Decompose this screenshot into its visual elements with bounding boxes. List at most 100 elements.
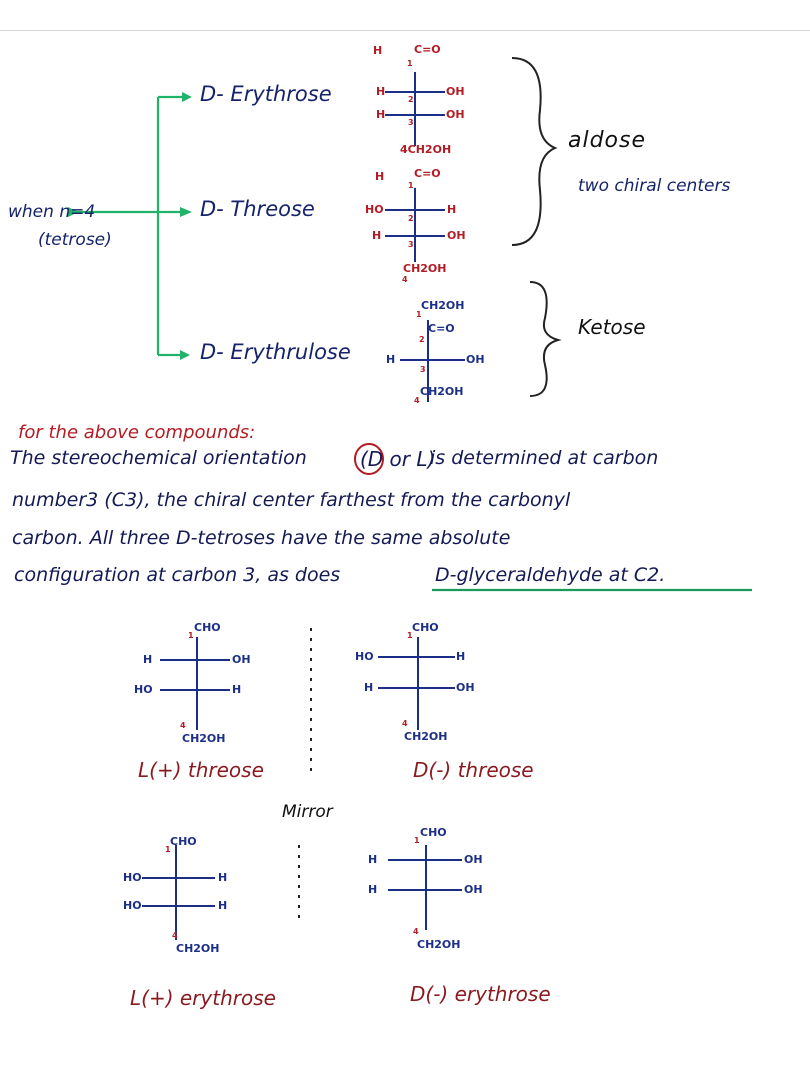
threose-c4-number: 4 [402,275,408,284]
l-erythrose-fischer-bonds [142,845,215,940]
erythrose-fischer-bonds [385,72,445,146]
erythrulose-fischer-bonds [400,320,465,402]
erythrose-c1-number: 1 [407,59,413,68]
erythrulose-c3-number: 3 [420,365,426,374]
d-circle-mark [354,443,384,475]
classification-tree [70,95,182,357]
d-threose-c3-right: OH [456,681,475,694]
d-threose-c1-number: 1 [407,631,413,640]
d-erythrose-c2-left: H [368,853,378,866]
erythrose-c2-left: H [376,85,386,98]
l-erythrose-caption: L(+) erythrose [130,986,276,1010]
erythrulose-c4-number: 4 [414,396,420,405]
d-threose-caption: D(-) threose [413,758,534,782]
erythrulose-c3-left: H [386,353,396,366]
d-erythrose-c4-number: 4 [413,927,419,936]
ketose-brace [529,281,562,397]
aldose-label: aldose [568,128,647,153]
branch-label-d-erythrose: D- Erythrose [200,82,332,106]
d-threose-c4: CH2OH [404,730,448,743]
trunk-label-tetrose: (tetrose) [38,230,112,250]
chiral-centers-note: two chiral centers [578,176,731,196]
d-erythrose-c4: CH2OH [417,938,461,951]
threose-fischer-bonds [385,188,445,262]
d-erythrose-c1-number: 1 [414,836,420,845]
threose-c3-right: OH [447,229,466,242]
l-threose-c1: CHO [194,621,221,634]
l-erythrose-c3-left: HO [123,899,142,912]
arrowhead-erythrose [182,92,192,102]
l-erythrose-c4-number: 4 [172,931,178,940]
branch-label-d-erythrulose: D- Erythrulose [200,340,351,364]
ketose-label: Ketose [578,315,646,339]
threose-c1-cho: C=O [414,167,441,180]
l-erythrose-c4: CH2OH [176,942,220,955]
trunk-label-when: when n=4 [8,202,96,222]
d-erythrose-c2-right: OH [464,853,483,866]
erythrose-c3-number: 3 [408,118,414,127]
erythrulose-c2-number: 2 [419,335,425,344]
d-erythrose-c3-left: H [368,883,378,896]
l-erythrose-c2-right: H [218,871,228,884]
page-top-line [0,30,810,31]
d-erythrose-c1: CHO [420,826,447,839]
erythrose-c2-right: OH [446,85,465,98]
d-threose-c2-right: H [456,650,466,663]
arrowhead-erythrulose [180,350,190,360]
d-threose-c1: CHO [412,621,439,634]
erythrose-c3-left: H [376,108,386,121]
threose-c2-right: H [447,203,457,216]
mirror-label: Mirror [282,802,333,822]
d-threose-fischer-bonds [378,637,455,730]
erythrose-c1-h: H [373,44,383,57]
l-threose-caption: L(+) threose [138,758,264,782]
l-threose-c3-left: HO [134,683,153,696]
l-threose-c4: CH2OH [182,732,226,745]
arrowhead-stem [68,207,78,217]
tree-arrowheads [68,92,192,360]
l-threose-c1-number: 1 [188,631,194,640]
threose-c3-left: H [372,229,382,242]
erythrulose-c1-number: 1 [416,310,422,319]
d-erythrose-c3-right: OH [464,883,483,896]
threose-c2-number: 2 [408,214,414,223]
erythrulose-c3-right: OH [466,353,485,366]
threose-c1-h: H [375,170,385,183]
erythrose-c4: 4CH2OH [400,143,452,156]
d-threose-c4-number: 4 [402,719,408,728]
d-threose-c3-left: H [364,681,374,694]
erythrose-c3-right: OH [446,108,465,121]
l-threose-c2-right: OH [232,653,251,666]
threose-c2-left: HO [365,203,384,216]
paragraph-d-or-l: (D or L) [360,447,436,471]
paragraph-line-4b: D-glyceraldehyde at C2. [435,564,666,586]
threose-c4: CH2OH [403,262,447,275]
l-threose-c3-right: H [232,683,242,696]
branch-label-d-threose: D- Threose [200,197,315,221]
paragraph-line-4a: configuration at carbon 3, as does [14,564,341,586]
erythrose-c2-number: 2 [408,95,414,104]
erythrulose-c2: C=O [428,322,455,335]
paragraph-line-2: number3 (C3), the chiral center farthest… [12,489,571,511]
l-threose-c4-number: 4 [180,721,186,730]
threose-c3-number: 3 [408,240,414,249]
erythrulose-c1: CH2OH [421,299,465,312]
paragraph-line-1a: The stereochemical orientation [10,447,307,469]
l-erythrose-c2-left: HO [123,871,142,884]
paragraph-line-3: carbon. All three D-tetroses have the sa… [12,527,511,549]
erythrose-c1-cho: C=O [414,43,441,56]
aldose-brace [511,57,558,246]
erythrulose-c4: CH2OH [420,385,464,398]
d-erythrose-fischer-bonds [388,845,462,930]
l-erythrose-c3-right: H [218,899,228,912]
l-erythrose-c1-number: 1 [165,845,171,854]
l-threose-fischer-bonds [160,637,230,730]
threose-c1-number: 1 [408,181,414,190]
l-threose-c2-left: H [143,653,153,666]
paragraph-heading: for the above compounds: [18,422,256,443]
paragraph-line-1b: is determined at carbon [430,447,659,469]
arrowhead-threose [180,207,192,217]
d-erythrose-caption: D(-) erythrose [410,982,551,1006]
